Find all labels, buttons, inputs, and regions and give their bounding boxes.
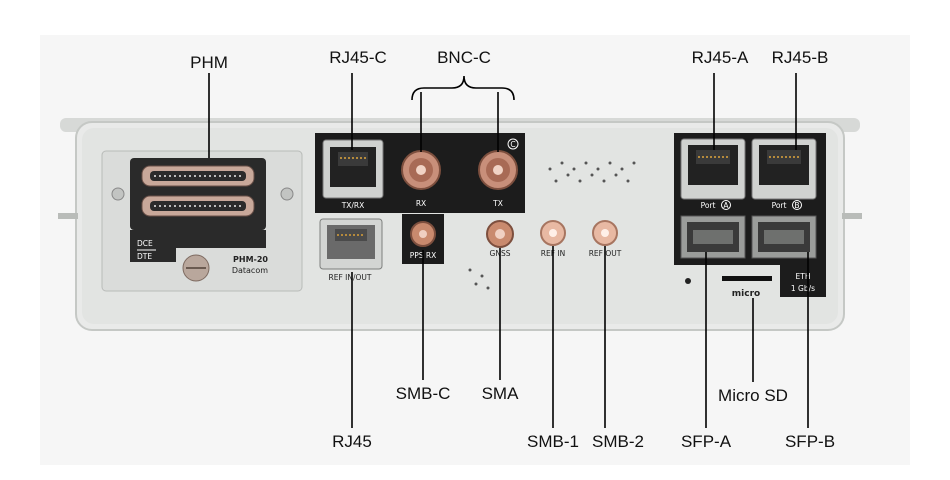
callout-rj45-a: RJ45-A [692,48,749,67]
callout-rj45: RJ45 [332,432,372,451]
bnc-tx-connector: TX C [478,138,519,208]
callout-sma: SMA [482,384,520,403]
rj45-ref-port: REF IN/OUT [319,218,383,282]
module-screw-right [280,187,294,201]
callout-sfp-a: SFP-A [681,432,732,451]
tx-rx-label: TX/RX [341,201,365,210]
port-a-label: Port [701,201,716,210]
rj45-a-port: Port A [680,138,746,210]
vent-holes [468,161,636,290]
callout-smb-2: SMB-2 [592,432,644,451]
callout-smb-1: SMB-1 [527,432,579,451]
callout-bnc-c: BNC-C [437,48,491,67]
ref-in-out-label: REF IN/OUT [329,273,372,282]
sfp-b-cage [751,215,817,259]
tx-label: TX [492,199,503,208]
bnc-rx-connector: RX [401,150,441,208]
port-b-letter: B [794,201,799,210]
ethernet-dark-panel: Port A Port B [674,133,826,265]
callout-phm: PHM [190,53,228,72]
callout-rj45-c: RJ45-C [329,48,387,67]
module-screw-left [111,187,125,201]
dce-label: DCE [137,239,153,248]
eth-speed-label: 1 Gb/s [791,284,815,293]
phm-module: DCE DTE PHM-20 Datacom [101,150,303,292]
dsub-connector-top [141,165,255,187]
micro-sd-slot: micro [685,276,772,299]
sfp-a-cage [680,215,746,259]
rx-label: RX [416,199,426,208]
eth-label-tab: ETH 1 Gb/s [780,265,826,297]
timing-dark-panel: TX/RX RX TX C [315,133,525,213]
rj45-b-port: Port B [751,138,817,210]
micro-sd-logo: micro [732,289,760,299]
port-b-label: Port [772,201,787,210]
dte-label: DTE [137,252,152,261]
status-led [685,278,691,284]
callout-micro-sd: Micro SD [718,386,788,405]
rj45-c-port: TX/RX [322,139,384,210]
leader-lines [208,73,809,428]
eth-label: ETH [796,272,811,281]
dsub-connector-bottom [141,195,255,217]
module-sub-label: Datacom [232,266,268,275]
module-name-label: PHM-20 [233,255,268,264]
c-mark-label: C [510,140,515,149]
callout-sfp-b: SFP-B [785,432,835,451]
port-a-letter: A [723,201,729,210]
callout-smb-c: SMB-C [396,384,451,403]
callout-rj45-b: RJ45-B [772,48,829,67]
